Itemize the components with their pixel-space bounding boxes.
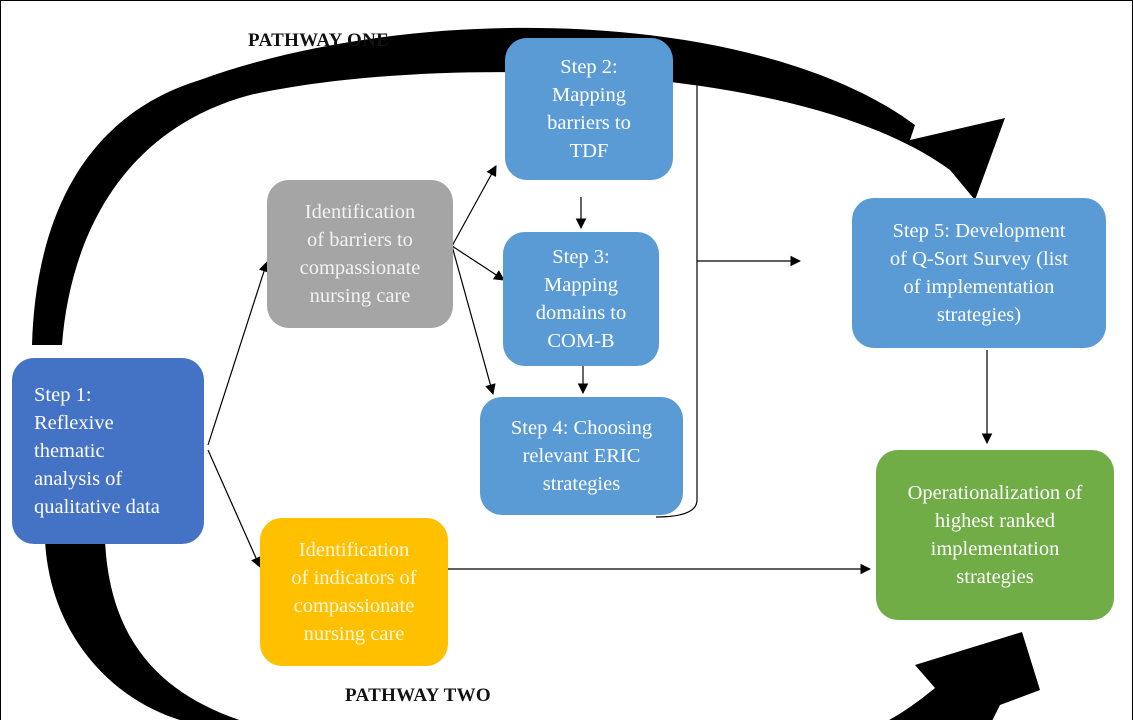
arrow-step1-to-barriers: [207, 260, 270, 446]
step4-box: Step 4: Choosing relevant ERIC strategie…: [480, 397, 683, 515]
barriers-identification-box: Identification of barriers to compassion…: [267, 180, 453, 328]
step3-box: Step 3: Mapping domains to COM-B: [503, 232, 659, 366]
operationalization-box: Operationalization of highest ranked imp…: [876, 450, 1114, 620]
step2-box: Step 2: Mapping barriers to TDF: [505, 38, 673, 180]
pathway-two-label: PATHWAY TWO: [345, 685, 492, 706]
steps-bracket: [655, 43, 698, 518]
indicators-identification-box: Identification of indicators of compassi…: [260, 518, 448, 666]
pathway-one-label: PATHWAY ONE: [248, 30, 390, 51]
pathway-two-sweep-arrowhead: [889, 632, 1040, 720]
step5-box: Step 5: Development of Q-Sort Survey (li…: [852, 198, 1106, 348]
pathway-two-sweep-arrow: [45, 540, 240, 720]
arrow-barriers-to-step4: [451, 245, 496, 396]
arrow-barriers-to-step3: [451, 245, 505, 281]
arrow-step1-to-indicators: [207, 449, 261, 568]
step1-box: Step 1: Reflexive thematic analysis of q…: [12, 358, 204, 544]
arrow-barriers-to-step2: [451, 165, 497, 247]
